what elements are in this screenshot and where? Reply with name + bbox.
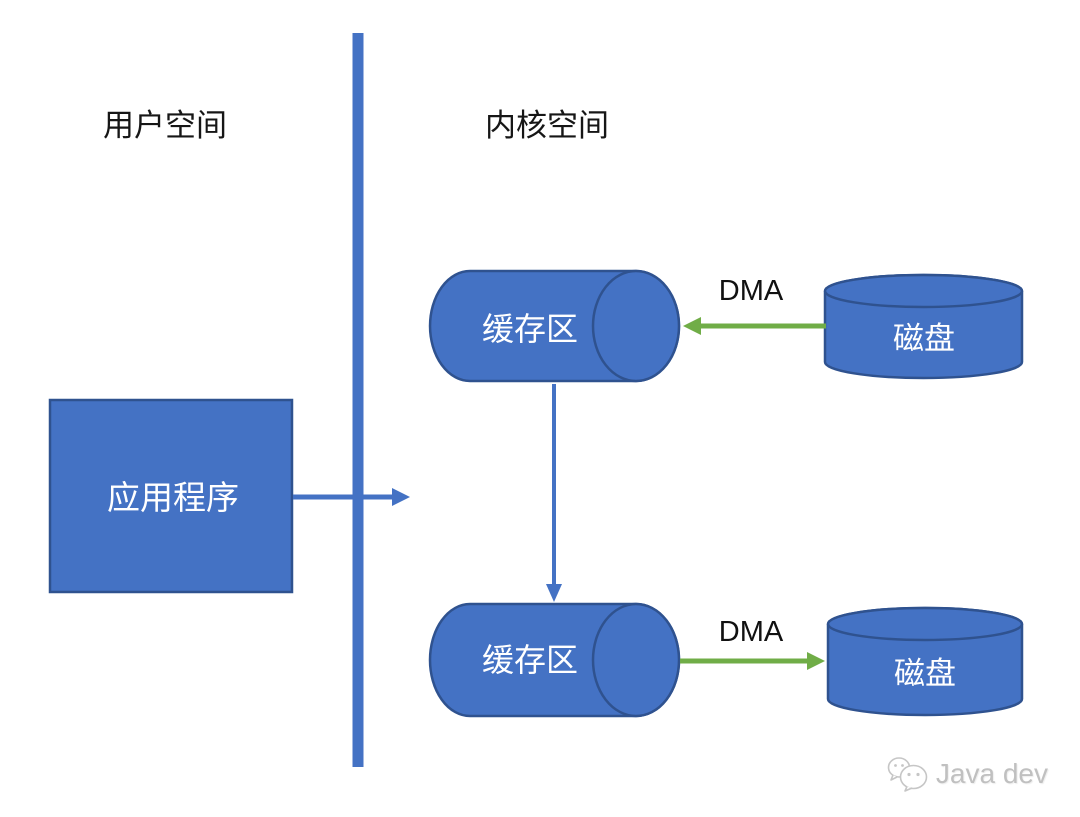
dma-top-arrowhead bbox=[683, 317, 701, 335]
buffer-bottom-node: 缓存区 bbox=[428, 602, 681, 718]
buffer-bottom-label: 缓存区 bbox=[482, 642, 578, 678]
disk-bottom-cap bbox=[826, 606, 1024, 642]
disk-top-node: 磁盘 bbox=[823, 273, 1024, 380]
dma-bottom-arrow: DMA bbox=[680, 616, 825, 670]
buffer-copy-arrowhead bbox=[546, 584, 562, 602]
buffer-top-label: 缓存区 bbox=[482, 311, 578, 347]
application-box bbox=[48, 398, 294, 594]
space-divider-line bbox=[352, 33, 364, 767]
wechat-icon bbox=[887, 757, 928, 792]
watermark-text: Java dev bbox=[935, 758, 1048, 789]
dma-bottom-arrowhead bbox=[807, 652, 825, 670]
disk-bottom-node: 磁盘 bbox=[826, 606, 1024, 717]
disk-bottom-label: 磁盘 bbox=[894, 656, 956, 691]
application-label: 应用程序 bbox=[107, 479, 239, 516]
application-node: 应用程序 bbox=[48, 398, 294, 594]
disk-top-cap bbox=[823, 273, 1024, 309]
watermark: Java dev bbox=[887, 755, 1048, 793]
buffer-top-cap bbox=[591, 269, 681, 383]
dma-top-arrow: DMA bbox=[683, 275, 826, 335]
app-to-kernel-arrow bbox=[293, 488, 410, 506]
user-space-label: 用户空间 bbox=[103, 108, 227, 143]
disk-top-label: 磁盘 bbox=[893, 321, 955, 356]
buffer-top-node: 缓存区 bbox=[428, 269, 681, 383]
app-to-kernel-arrowhead bbox=[392, 488, 410, 506]
dma-top-label: DMA bbox=[719, 275, 784, 307]
buffer-copy-arrow bbox=[546, 384, 562, 602]
dma-bottom-label: DMA bbox=[719, 616, 784, 648]
buffer-bottom-cap bbox=[591, 602, 681, 718]
kernel-space-label: 内核空间 bbox=[485, 108, 609, 143]
